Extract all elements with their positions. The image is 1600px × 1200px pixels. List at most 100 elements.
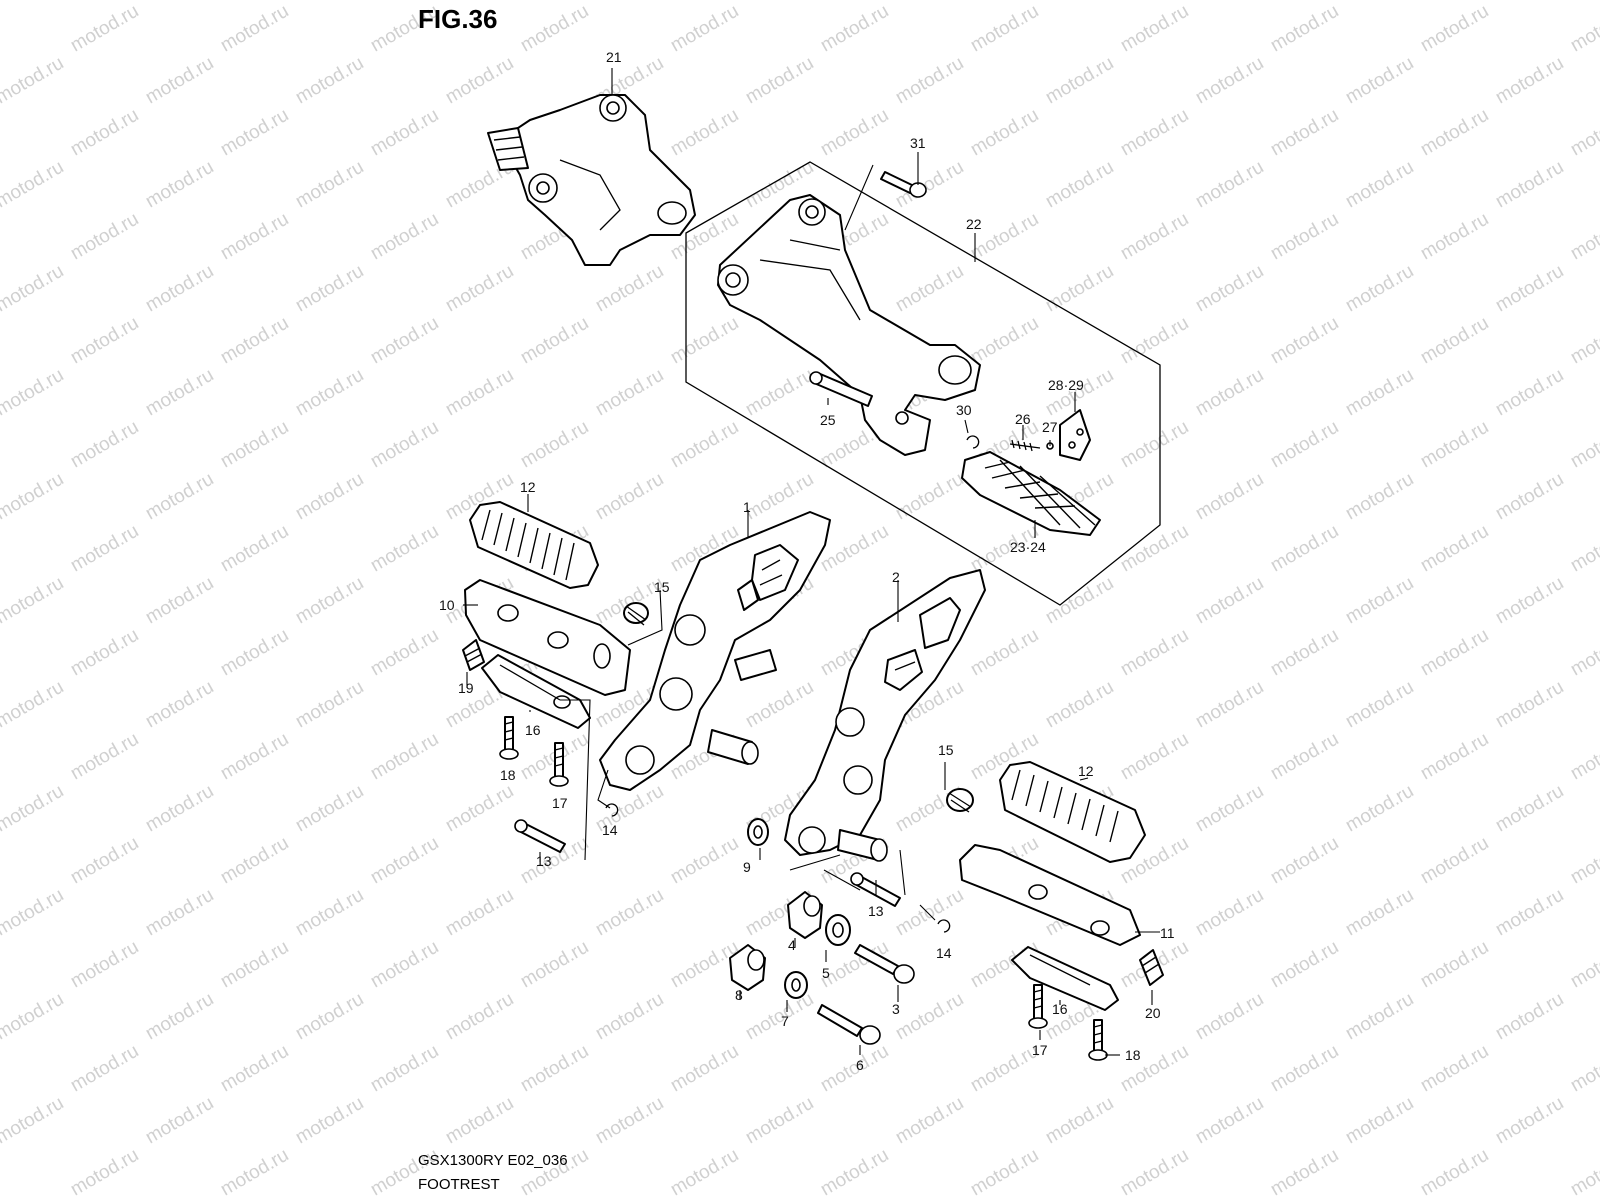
- watermark-text: motod.ru: [1417, 1041, 1492, 1097]
- watermark-text: motod.ru: [0, 53, 67, 109]
- part-23-24-rear-footpeg[interactable]: [961, 451, 1101, 536]
- part-18-bolt-right[interactable]: [1088, 1019, 1108, 1061]
- watermark-text: motod.ru: [1567, 1145, 1600, 1200]
- part-15-spring-left[interactable]: [623, 602, 649, 626]
- part-31-bolt[interactable]: [880, 171, 927, 198]
- watermark-text: motod.ru: [1267, 105, 1342, 161]
- watermark-text: motod.ru: [742, 365, 817, 421]
- watermark-text: motod.ru: [742, 1197, 817, 1200]
- part-19-bolt[interactable]: [462, 639, 485, 671]
- watermark-text: motod.ru: [367, 209, 442, 265]
- part-16-plate-left[interactable]: [481, 654, 591, 729]
- watermark-text: motod.ru: [1117, 105, 1192, 161]
- watermark-text: motod.ru: [292, 469, 367, 525]
- part-16-plate-right[interactable]: [1011, 946, 1119, 1011]
- part-20-bolt[interactable]: [1139, 949, 1164, 986]
- watermark-text: motod.ru: [292, 573, 367, 629]
- part-2-right-footrest-bracket[interactable]: [784, 569, 986, 862]
- part-4-bushing[interactable]: [787, 891, 823, 939]
- watermark-text: motod.ru: [892, 1093, 967, 1149]
- watermark-text: motod.ru: [592, 0, 667, 4]
- watermark-text: motod.ru: [1192, 469, 1267, 525]
- watermark-text: motod.ru: [67, 1, 142, 57]
- watermark-text: motod.ru: [1267, 209, 1342, 265]
- watermark-text: motod.ru: [142, 0, 217, 4]
- watermark-text: motod.ru: [892, 261, 967, 317]
- watermark-text: motod.ru: [1267, 1041, 1342, 1097]
- part-13-pin-left[interactable]: [514, 819, 566, 853]
- callout-30: 30: [956, 402, 972, 418]
- watermark-text: motod.ru: [292, 365, 367, 421]
- part-5-washer[interactable]: [825, 914, 851, 946]
- watermark-text: motod.ru: [1342, 469, 1417, 525]
- watermark-text: motod.ru: [592, 469, 667, 525]
- watermark-text: motod.ru: [1117, 1145, 1192, 1200]
- watermark-text: motod.ru: [1042, 1093, 1117, 1149]
- watermark-text: motod.ru: [217, 521, 292, 577]
- part-17-bolt-right[interactable]: [1028, 984, 1048, 1029]
- callout-12-left: 12: [520, 479, 536, 495]
- part-17-bolt-left[interactable]: [549, 742, 569, 787]
- callout-18-right: 18: [1125, 1047, 1141, 1063]
- watermark-text: motod.ru: [1342, 0, 1417, 4]
- part-11-footpeg-right[interactable]: [959, 844, 1141, 946]
- watermark-text: motod.ru: [1567, 1, 1600, 57]
- watermark-text: motod.ru: [1042, 0, 1117, 4]
- part-25-pin[interactable]: [809, 371, 873, 407]
- watermark-text: motod.ru: [667, 417, 742, 473]
- part-10-footpeg-left[interactable]: [464, 579, 631, 696]
- watermark-text: motod.ru: [292, 885, 367, 941]
- watermark-text: motod.ru: [1267, 729, 1342, 785]
- part-26-spring[interactable]: [1009, 439, 1041, 452]
- part-14-clip-left[interactable]: [605, 803, 619, 817]
- watermark-text: motod.ru: [1567, 833, 1600, 889]
- watermark-text: motod.ru: [442, 781, 517, 837]
- watermark-text: motod.ru: [1192, 989, 1267, 1045]
- part-22-rear-bracket[interactable]: [717, 194, 981, 456]
- watermark-text: motod.ru: [1192, 157, 1267, 213]
- watermark-text: motod.ru: [967, 105, 1042, 161]
- watermark-text: motod.ru: [742, 989, 817, 1045]
- callout-14-right: 14: [936, 945, 952, 961]
- watermark-text: motod.ru: [1117, 729, 1192, 785]
- part-12-footpeg-rubber-left[interactable]: [469, 501, 599, 589]
- watermark-text: motod.ru: [0, 677, 67, 733]
- watermark-text: motod.ru: [442, 53, 517, 109]
- part-12-footpeg-rubber-right[interactable]: [999, 761, 1146, 863]
- part-30-clip[interactable]: [966, 435, 980, 449]
- part-18-bolt-left[interactable]: [499, 716, 519, 760]
- watermark-text: motod.ru: [667, 105, 742, 161]
- callout-26: 26: [1015, 411, 1031, 427]
- watermark-text: motod.ru: [367, 625, 442, 681]
- watermark-text: motod.ru: [142, 365, 217, 421]
- watermark-text: motod.ru: [0, 1197, 67, 1200]
- part-6-bolt[interactable]: [817, 1004, 881, 1045]
- callout-5: 5: [822, 965, 830, 981]
- part-8-bushing[interactable]: [729, 944, 766, 991]
- watermark-text: motod.ru: [367, 105, 442, 161]
- watermark-text: motod.ru: [217, 105, 292, 161]
- watermark-text: motod.ru: [142, 885, 217, 941]
- part-1-left-footrest-bracket[interactable]: [599, 511, 831, 791]
- watermark-text: motod.ru: [1267, 625, 1342, 681]
- part-14-clip-right[interactable]: [937, 919, 951, 933]
- callout-12-right: 12: [1078, 763, 1094, 779]
- part-28-29-plate[interactable]: [1059, 409, 1091, 461]
- part-9-washer[interactable]: [747, 818, 769, 846]
- part-15-spring-right[interactable]: [946, 788, 974, 813]
- part-3-bolt[interactable]: [854, 944, 915, 984]
- watermark-text: motod.ru: [1417, 1145, 1492, 1200]
- part-7-washer[interactable]: [784, 971, 808, 999]
- watermark-text: motod.ru: [1417, 937, 1492, 993]
- watermark-text: motod.ru: [1417, 625, 1492, 681]
- watermark-text: motod.ru: [367, 729, 442, 785]
- watermark-text: motod.ru: [1042, 53, 1117, 109]
- watermark-text: motod.ru: [592, 365, 667, 421]
- watermark-text: motod.ru: [742, 0, 817, 4]
- watermark-text: motod.ru: [1192, 1093, 1267, 1149]
- part-21-rear-bracket[interactable]: [487, 94, 696, 266]
- watermark-text: motod.ru: [1567, 313, 1600, 369]
- watermark-text: motod.ru: [892, 53, 967, 109]
- callout-10: 10: [439, 597, 455, 613]
